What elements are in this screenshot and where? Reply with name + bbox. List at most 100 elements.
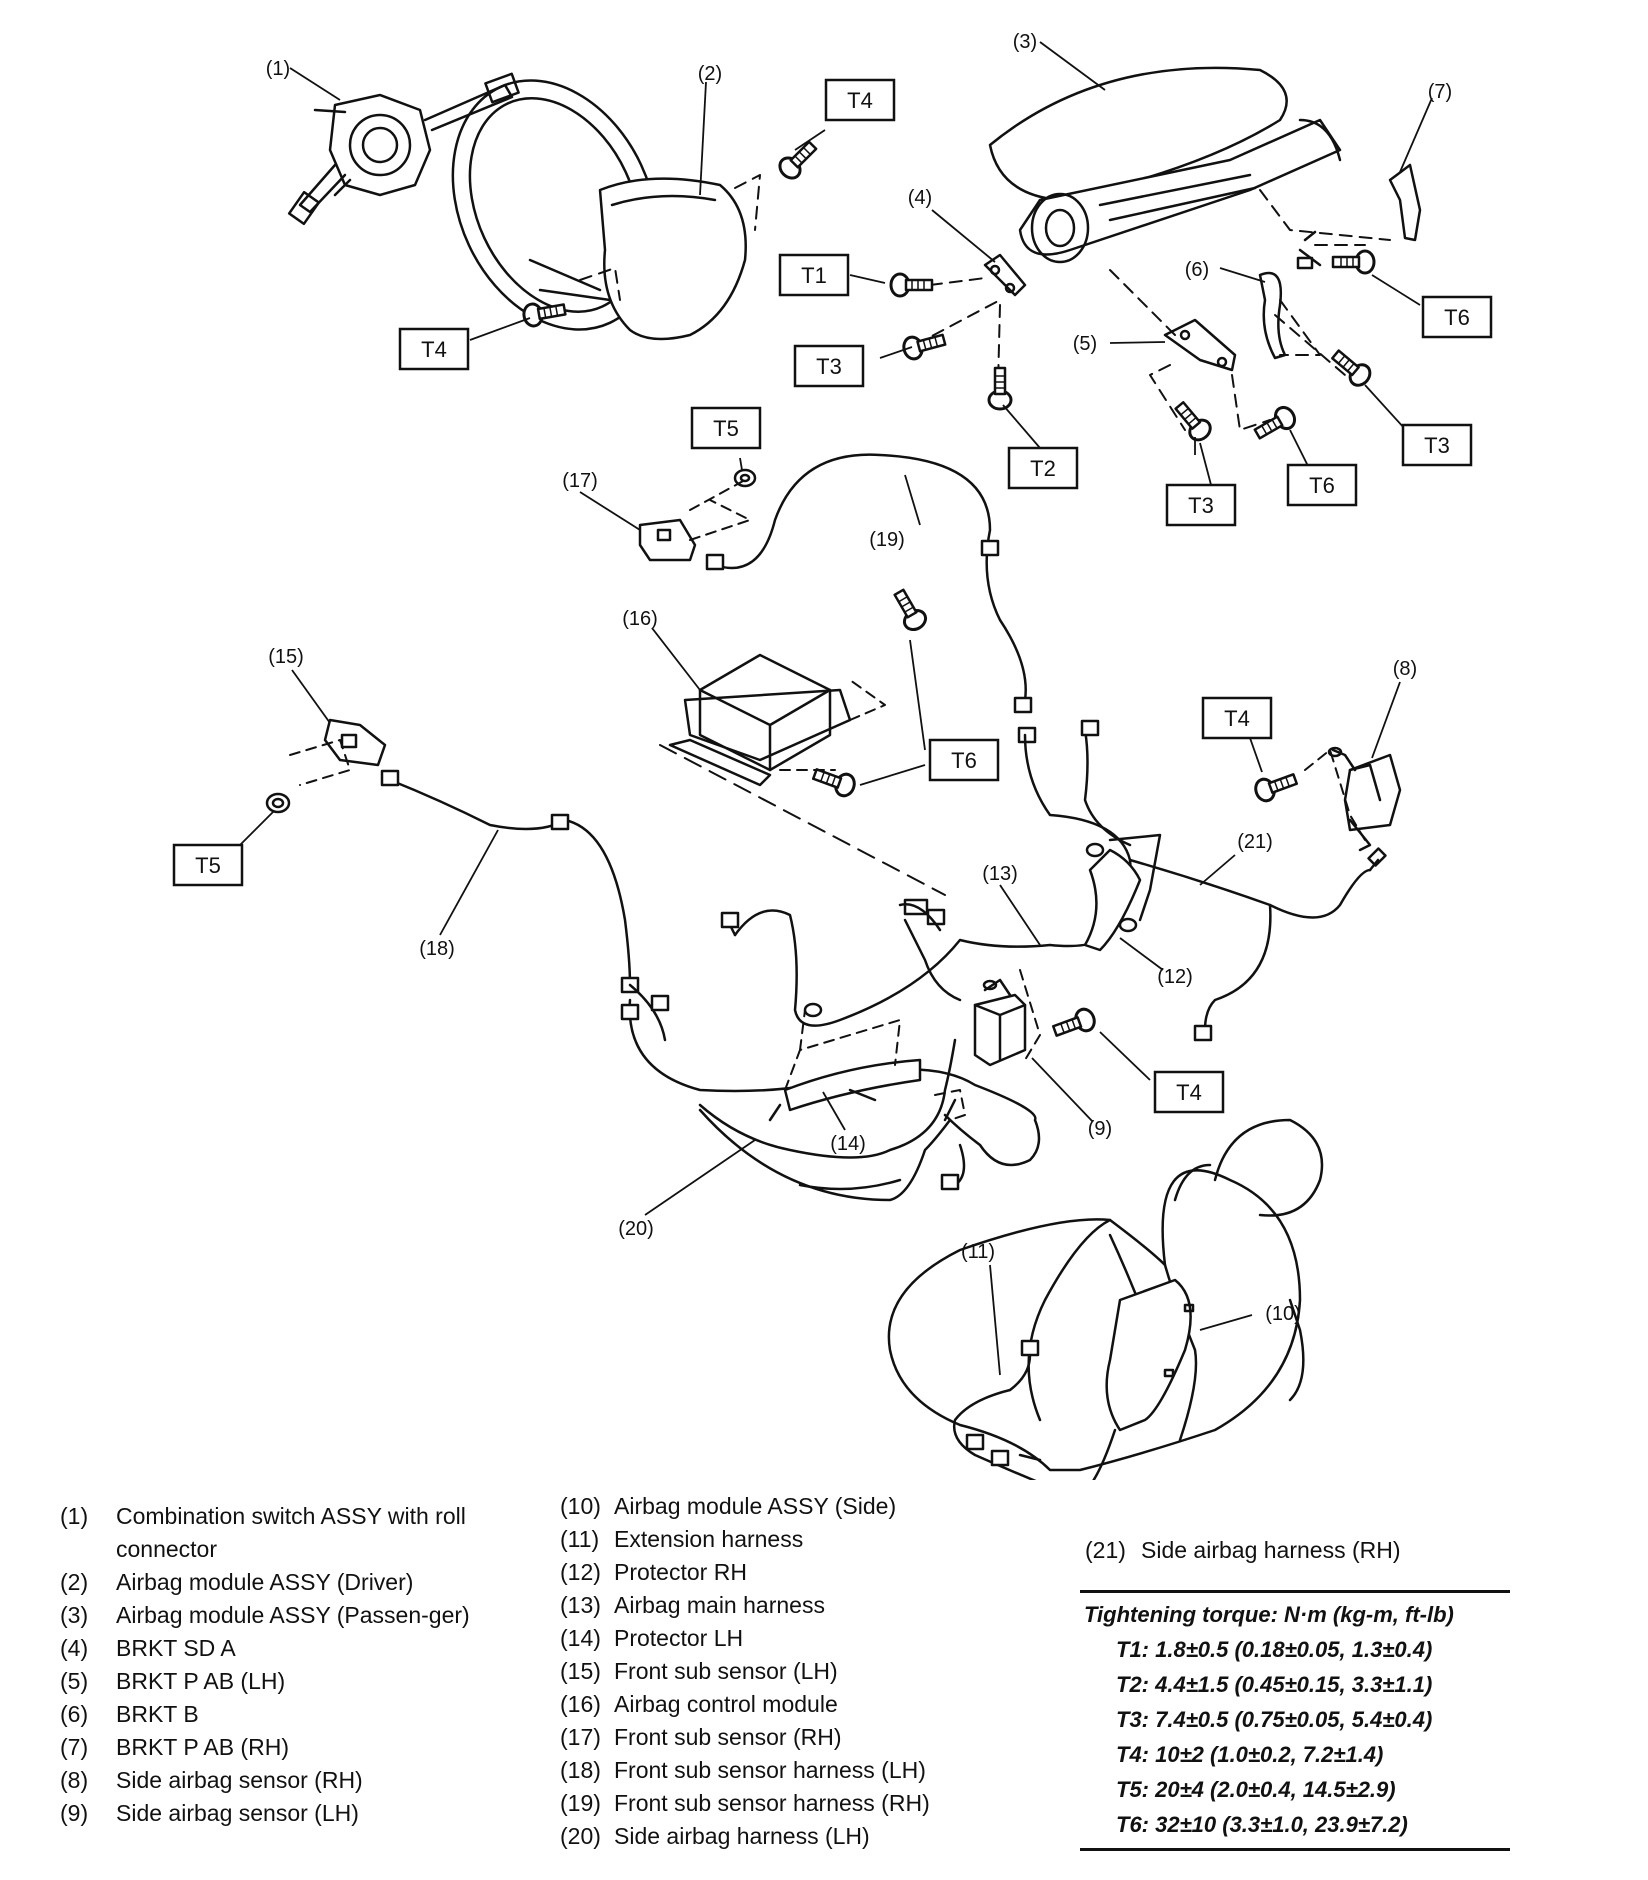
box-t6-rh: T6 (1444, 305, 1470, 330)
legend-text: Side airbag harness (RH) (1141, 1537, 1401, 1563)
box-t3-b: T3 (1424, 433, 1450, 458)
callout-8: (8) (1393, 658, 1417, 680)
callout-12: (12) (1157, 966, 1193, 988)
box-t4-steering: T4 (847, 88, 873, 113)
box-t6-module: T6 (951, 748, 977, 773)
legend-num: (3) (60, 1602, 89, 1628)
callout-3: (3) (1013, 31, 1037, 53)
legend-num: (11) (560, 1526, 600, 1552)
legend-num: (6) (60, 1701, 89, 1727)
legend-text: BRKT SD A (116, 1635, 236, 1661)
callout-19: (19) (869, 529, 905, 551)
legend-num: (18) (560, 1757, 601, 1783)
seat (887, 1118, 1324, 1472)
box-t3-lh: T3 (1188, 493, 1214, 518)
brkt-p-ab-lh (1163, 318, 1237, 372)
legend-item: (14)Protector LH (560, 1622, 1020, 1655)
legend-item: (8)Side airbag sensor (RH) (60, 1764, 480, 1797)
front-sub-sensor-lh (265, 718, 387, 814)
legend-text: Protector RH (614, 1559, 747, 1585)
brkt-sd-a (983, 253, 1027, 297)
callout-20: (20) (618, 1218, 654, 1240)
tightening-torque-table: Tightening torque: N·m (kg-m, ft-lb) T1:… (1080, 1590, 1510, 1851)
box-t3-brkt: T3 (816, 354, 842, 379)
box-t5-rh: T5 (713, 416, 739, 441)
legend-text: Extension harness (614, 1526, 804, 1552)
box-t2: T2 (1030, 456, 1056, 481)
protector-rh (1083, 833, 1162, 952)
legend-num: (10) (560, 1493, 601, 1519)
legend-item: (4) BRKT SD A (60, 1632, 480, 1665)
torque-row-t4: T4: 10±2 (1.0±0.2, 7.2±1.4) (1116, 1742, 1384, 1767)
callout-7: (7) (1428, 81, 1452, 103)
callout-17: (17) (562, 470, 598, 492)
steering-wheel (451, 79, 747, 341)
legend-num: (9) (60, 1800, 89, 1826)
callout-5: (5) (1073, 333, 1097, 355)
legend-num: (7) (60, 1734, 89, 1760)
legend-item: (6) BRKT B (60, 1698, 480, 1731)
legend-item: (15)Front sub sensor (LH) (560, 1655, 1020, 1688)
legend-item: (17)Front sub sensor (RH) (560, 1721, 1020, 1754)
brkt-p-ab-rh (1296, 163, 1422, 270)
legend-text: Front sub sensor (LH) (614, 1658, 838, 1684)
side-airbag-sensor-lh (973, 969, 1041, 1067)
box-t4-sensor-rh: T4 (1224, 706, 1250, 731)
legend-num: (12) (560, 1559, 601, 1585)
callout-16: (16) (622, 608, 658, 630)
callout-2: (2) (698, 63, 722, 85)
legend-text: Side airbag sensor (LH) (116, 1800, 359, 1826)
side-airbag-module (1105, 1278, 1195, 1432)
harness-19 (713, 453, 1027, 702)
callout-1: (1) (266, 58, 290, 80)
callout-13: (13) (982, 863, 1018, 885)
legend-item: (19) Front sub sensor harness (RH) (560, 1787, 1020, 1820)
legend-num: (2) (60, 1569, 89, 1595)
legend-item: (18) Front sub sensor harness (LH) (560, 1754, 1020, 1787)
legend-item: (2)Airbag module ASSY (Driver) (60, 1566, 480, 1599)
airbag-system-diagram: T1 T4 T4 T3 T2 T3 T6 T6 T3 T5 T5 T6 T4 T… (172, 31, 1493, 1480)
legend-text: Airbag main harness (614, 1592, 825, 1618)
legend-num: (8) (60, 1767, 89, 1793)
box-t6-b: T6 (1309, 473, 1335, 498)
callout-4: (4) (908, 187, 932, 209)
legend-text: Airbag module ASSY (Side) (614, 1493, 897, 1519)
legend-text: Airbag control module (614, 1691, 838, 1717)
legend-num: (16) (560, 1691, 601, 1717)
legend-text: BRKT B (116, 1701, 199, 1727)
side-airbag-sensor-rh (1304, 746, 1402, 852)
front-sub-sensor-rh (638, 468, 757, 562)
legend-text: Front sub sensor harness (LH) (614, 1757, 926, 1783)
legend-num: (20) (560, 1823, 601, 1849)
legend-text: Combination switch ASSY with roll connec… (116, 1503, 466, 1562)
legend-num: (13) (560, 1592, 601, 1618)
box-t1: T1 (801, 263, 827, 288)
passenger-airbag (988, 66, 1342, 264)
legend-item: (9) Side airbag sensor (LH) (60, 1797, 480, 1830)
torque-row-t1: T1: 1.8±0.5 (0.18±0.05, 1.3±0.4) (1116, 1637, 1433, 1662)
legend-num: (1) (60, 1503, 89, 1529)
legend-item: (10) Airbag module ASSY (Side) (560, 1490, 1020, 1523)
legend-text: Side airbag harness (LH) (614, 1823, 870, 1849)
protector-lh (768, 1002, 966, 1122)
legend-item: (12) Protector RH (560, 1556, 1020, 1589)
torque-row-t6: T6: 32±10 (3.3±1.0, 23.9±7.2) (1116, 1812, 1408, 1837)
legend-item: (13) Airbag main harness (560, 1589, 1020, 1622)
legend-middle: (10) Airbag module ASSY (Side) (11) Extensi… (560, 1490, 1020, 1853)
legend-text: Front sub sensor (RH) (614, 1724, 842, 1750)
torque-title: Tightening torque: N·m (kg-m, ft-lb) (1084, 1602, 1454, 1627)
callout-11: (11) (961, 1241, 995, 1263)
callout-10: (10) (1265, 1303, 1301, 1325)
box-t4-sensor-lh: T4 (1176, 1080, 1202, 1105)
legend-text: BRKT P AB (LH) (116, 1668, 286, 1694)
legend-item: (11) Extension harness (560, 1523, 1020, 1556)
torque-row-t3: T3: 7.4±0.5 (0.75±0.05, 5.4±0.4) (1116, 1707, 1433, 1732)
callout-14: (14) (830, 1133, 866, 1155)
legend-item: (5)BRKT P AB (LH) (60, 1665, 480, 1698)
legend-num: (4) (60, 1635, 89, 1661)
harness-11 (952, 1388, 1117, 1480)
brkt-b (1258, 271, 1287, 360)
legend-num: (19) (560, 1790, 601, 1816)
callout-15: (15) (268, 646, 304, 668)
legend-text: Front sub sensor harness (RH) (614, 1790, 930, 1816)
